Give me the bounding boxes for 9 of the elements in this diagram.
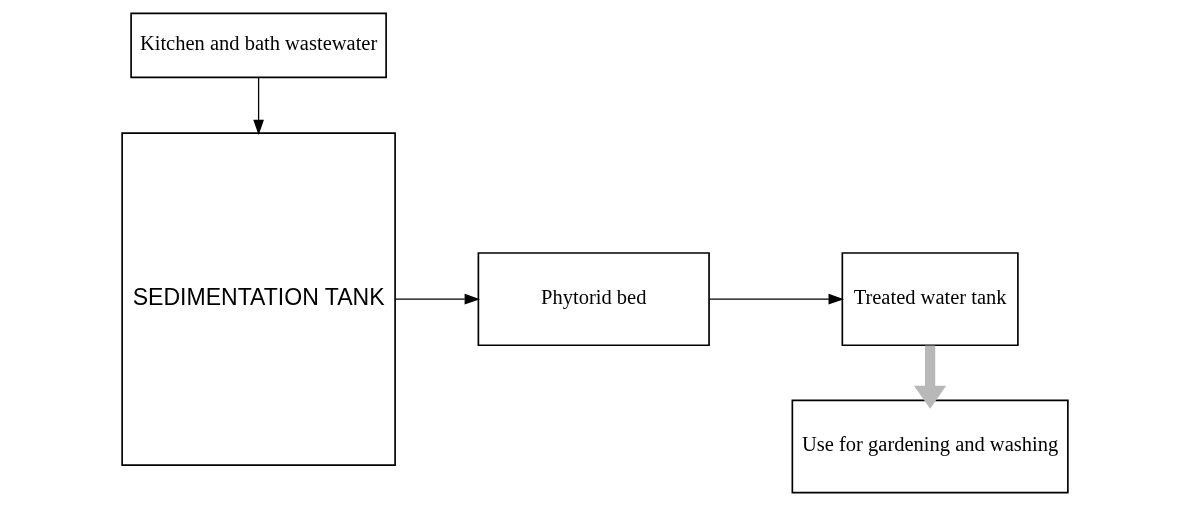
arrow	[394, 293, 480, 305]
node-box: Kitchen and bath wastewater	[129, 12, 387, 79]
arrow	[252, 76, 264, 136]
node-box: Phytorid bed	[477, 252, 710, 347]
node-box: Treated water tank	[841, 252, 1019, 347]
arrow	[913, 345, 946, 409]
node-box: Use for gardening and washing	[791, 399, 1069, 494]
arrow	[708, 293, 844, 305]
node-box: SEDIMENTATION TANK	[120, 132, 396, 466]
